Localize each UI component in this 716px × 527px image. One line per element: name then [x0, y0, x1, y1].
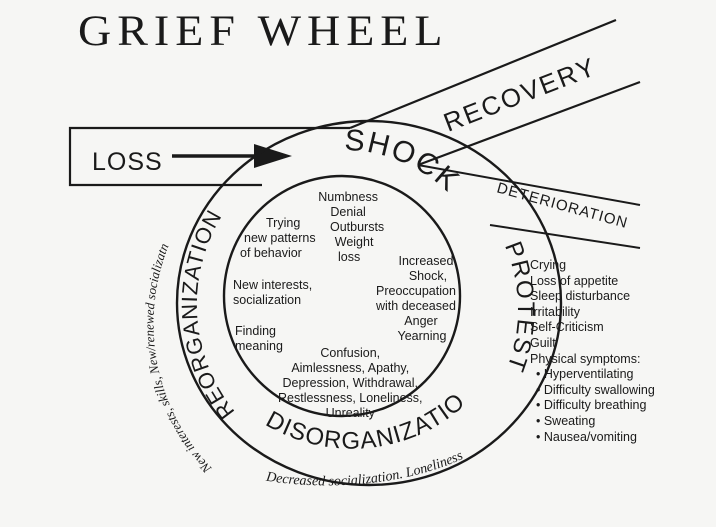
physical-symptom-item: • Hyperventilating	[536, 367, 634, 382]
inner-reorganization-meaning-text: Finding meaning	[235, 324, 283, 353]
path-label-recovery: RECOVERY	[439, 51, 600, 137]
inner-shock-text: Numbness Denial Outbursts Weight loss	[318, 190, 385, 264]
inner-reorganization-interests-text: New interests, socialization	[233, 278, 313, 307]
inner-ring	[222, 174, 462, 418]
symptom-item: Loss of appetite	[530, 273, 619, 288]
physical-symptom-item: • Nausea/vomiting	[536, 429, 637, 444]
deterioration-band-bottom	[489, 224, 641, 249]
symptom-item: Self-Criticism	[530, 320, 604, 335]
physical-symptom-item: • Sweating	[536, 413, 596, 428]
inner-disorganization-text: Confusion, Aimlessness, Apathy, Depressi…	[278, 346, 423, 420]
inner-reorganization-trying-text: Trying new patterns of behavior	[240, 216, 316, 260]
symptom-item: Irritability	[530, 304, 581, 319]
path-label-deterioration: DETERIORATION	[495, 179, 630, 232]
inner-protest-text: Increased Shock, Preoccupation with dece…	[376, 254, 456, 343]
outer-ring	[175, 119, 563, 487]
path-label-loss: LOSS	[92, 148, 163, 176]
deterioration-band-top	[417, 164, 641, 206]
symptom-item: Guilt	[530, 335, 556, 350]
diagram-title: GRIEF WHEEL	[78, 6, 449, 55]
loss-arrow-head	[254, 144, 292, 168]
physical-symptom-item: • Difficulty breathing	[536, 398, 647, 413]
physical-symptom-item: • Difficulty swallowing	[536, 382, 655, 397]
recovery-band-top	[349, 18, 617, 130]
loss-box-outline	[68, 126, 350, 187]
symptom-item: Sleep disturbance	[530, 289, 631, 304]
symptom-list: Crying Loss of appetite Sleep disturbanc…	[530, 258, 655, 445]
handwritten-disorganization-note: Decreased socialization. Loneliness	[264, 448, 466, 489]
recovery-band-bottom	[417, 80, 641, 167]
symptom-item: Physical symptoms:	[530, 351, 641, 366]
symptom-item: Crying	[530, 258, 567, 272]
